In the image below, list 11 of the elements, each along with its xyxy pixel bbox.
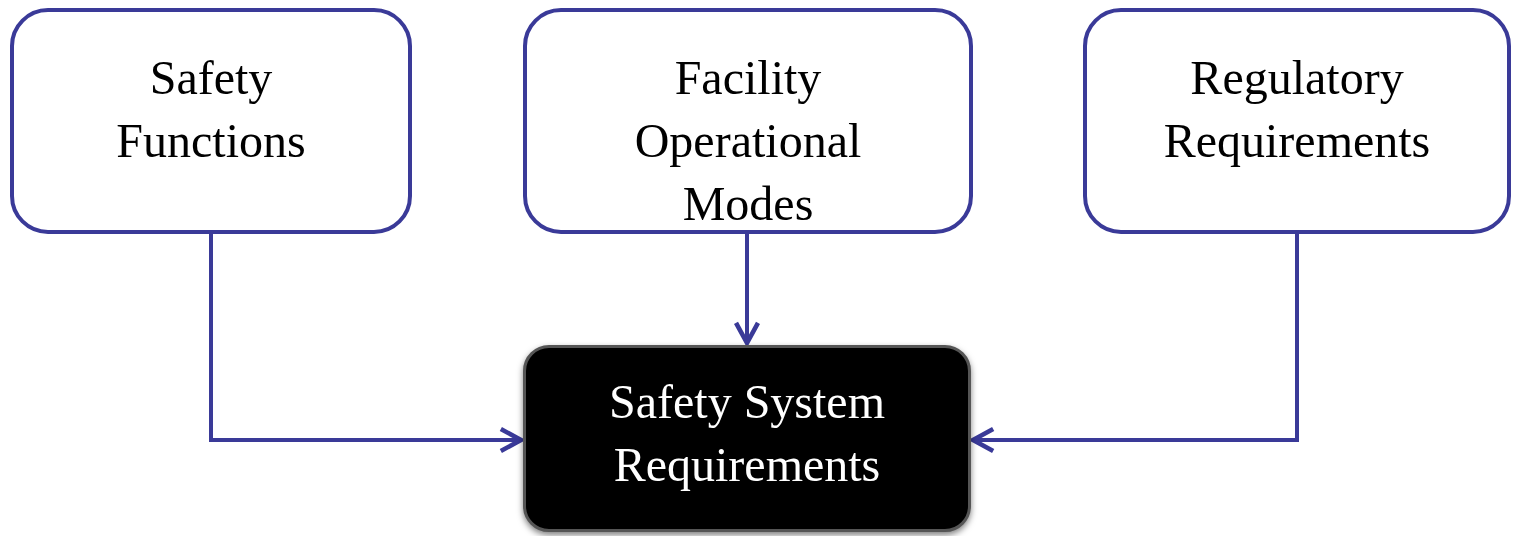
output-box (523, 345, 971, 532)
input-box (523, 8, 973, 234)
connector-arrow (733, 234, 761, 346)
box-label: Safety System Requirements (608, 374, 886, 493)
input-box (10, 8, 412, 234)
box-label: Regulatory Requirements (1162, 50, 1432, 169)
input-box (1083, 8, 1511, 234)
connector-arrow (209, 234, 524, 454)
box-label: Safety Functions (115, 50, 307, 169)
box-label: Facility Operational Modes (633, 50, 863, 232)
connector-arrow (970, 234, 1299, 454)
